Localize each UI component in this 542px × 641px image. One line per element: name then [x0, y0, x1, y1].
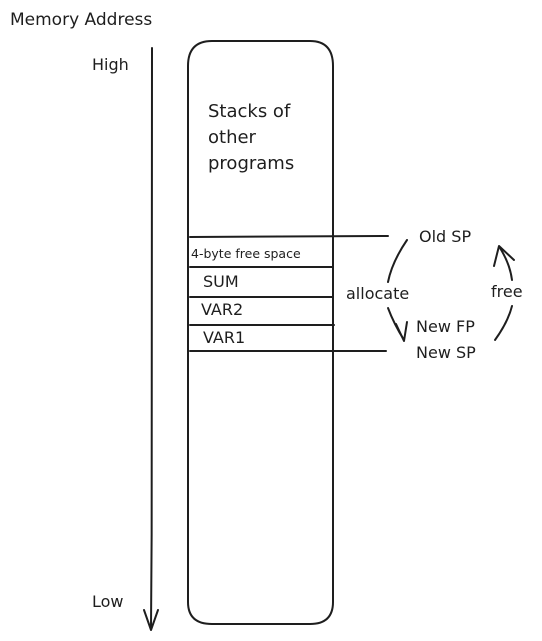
free-label: free	[491, 282, 523, 301]
old-sp-label: Old SP	[419, 227, 472, 246]
axis-high-label: High	[92, 55, 129, 74]
allocate-label: allocate	[346, 284, 410, 303]
free-arrow-upper	[499, 247, 513, 281]
axis-title: Memory Address	[10, 10, 153, 30]
stack-column	[187, 40, 334, 625]
memory-axis-line	[150, 47, 153, 629]
other-programs-line-1: Stacks of	[208, 101, 291, 122]
new-sp-label: New SP	[416, 343, 476, 362]
allocate-arrow	[387, 239, 408, 283]
memory-axis-arrowhead	[143, 609, 159, 631]
free-arrow-lower	[494, 305, 513, 341]
stack-slot-free-space: 4-byte free space	[191, 246, 301, 261]
axis-low-label: Low	[92, 592, 124, 611]
other-programs-line-2: other	[208, 127, 256, 148]
old-sp-pointer-line	[189, 235, 389, 238]
stack-slot-var1: VAR1	[203, 328, 246, 347]
allocate-arrowhead	[395, 321, 408, 342]
free-arrowhead	[493, 245, 515, 267]
stack-slot-sum: SUM	[203, 272, 239, 291]
stack-slot-var2: VAR2	[201, 300, 244, 319]
new-fp-label: New FP	[416, 317, 475, 336]
other-programs-line-3: programs	[208, 153, 295, 174]
